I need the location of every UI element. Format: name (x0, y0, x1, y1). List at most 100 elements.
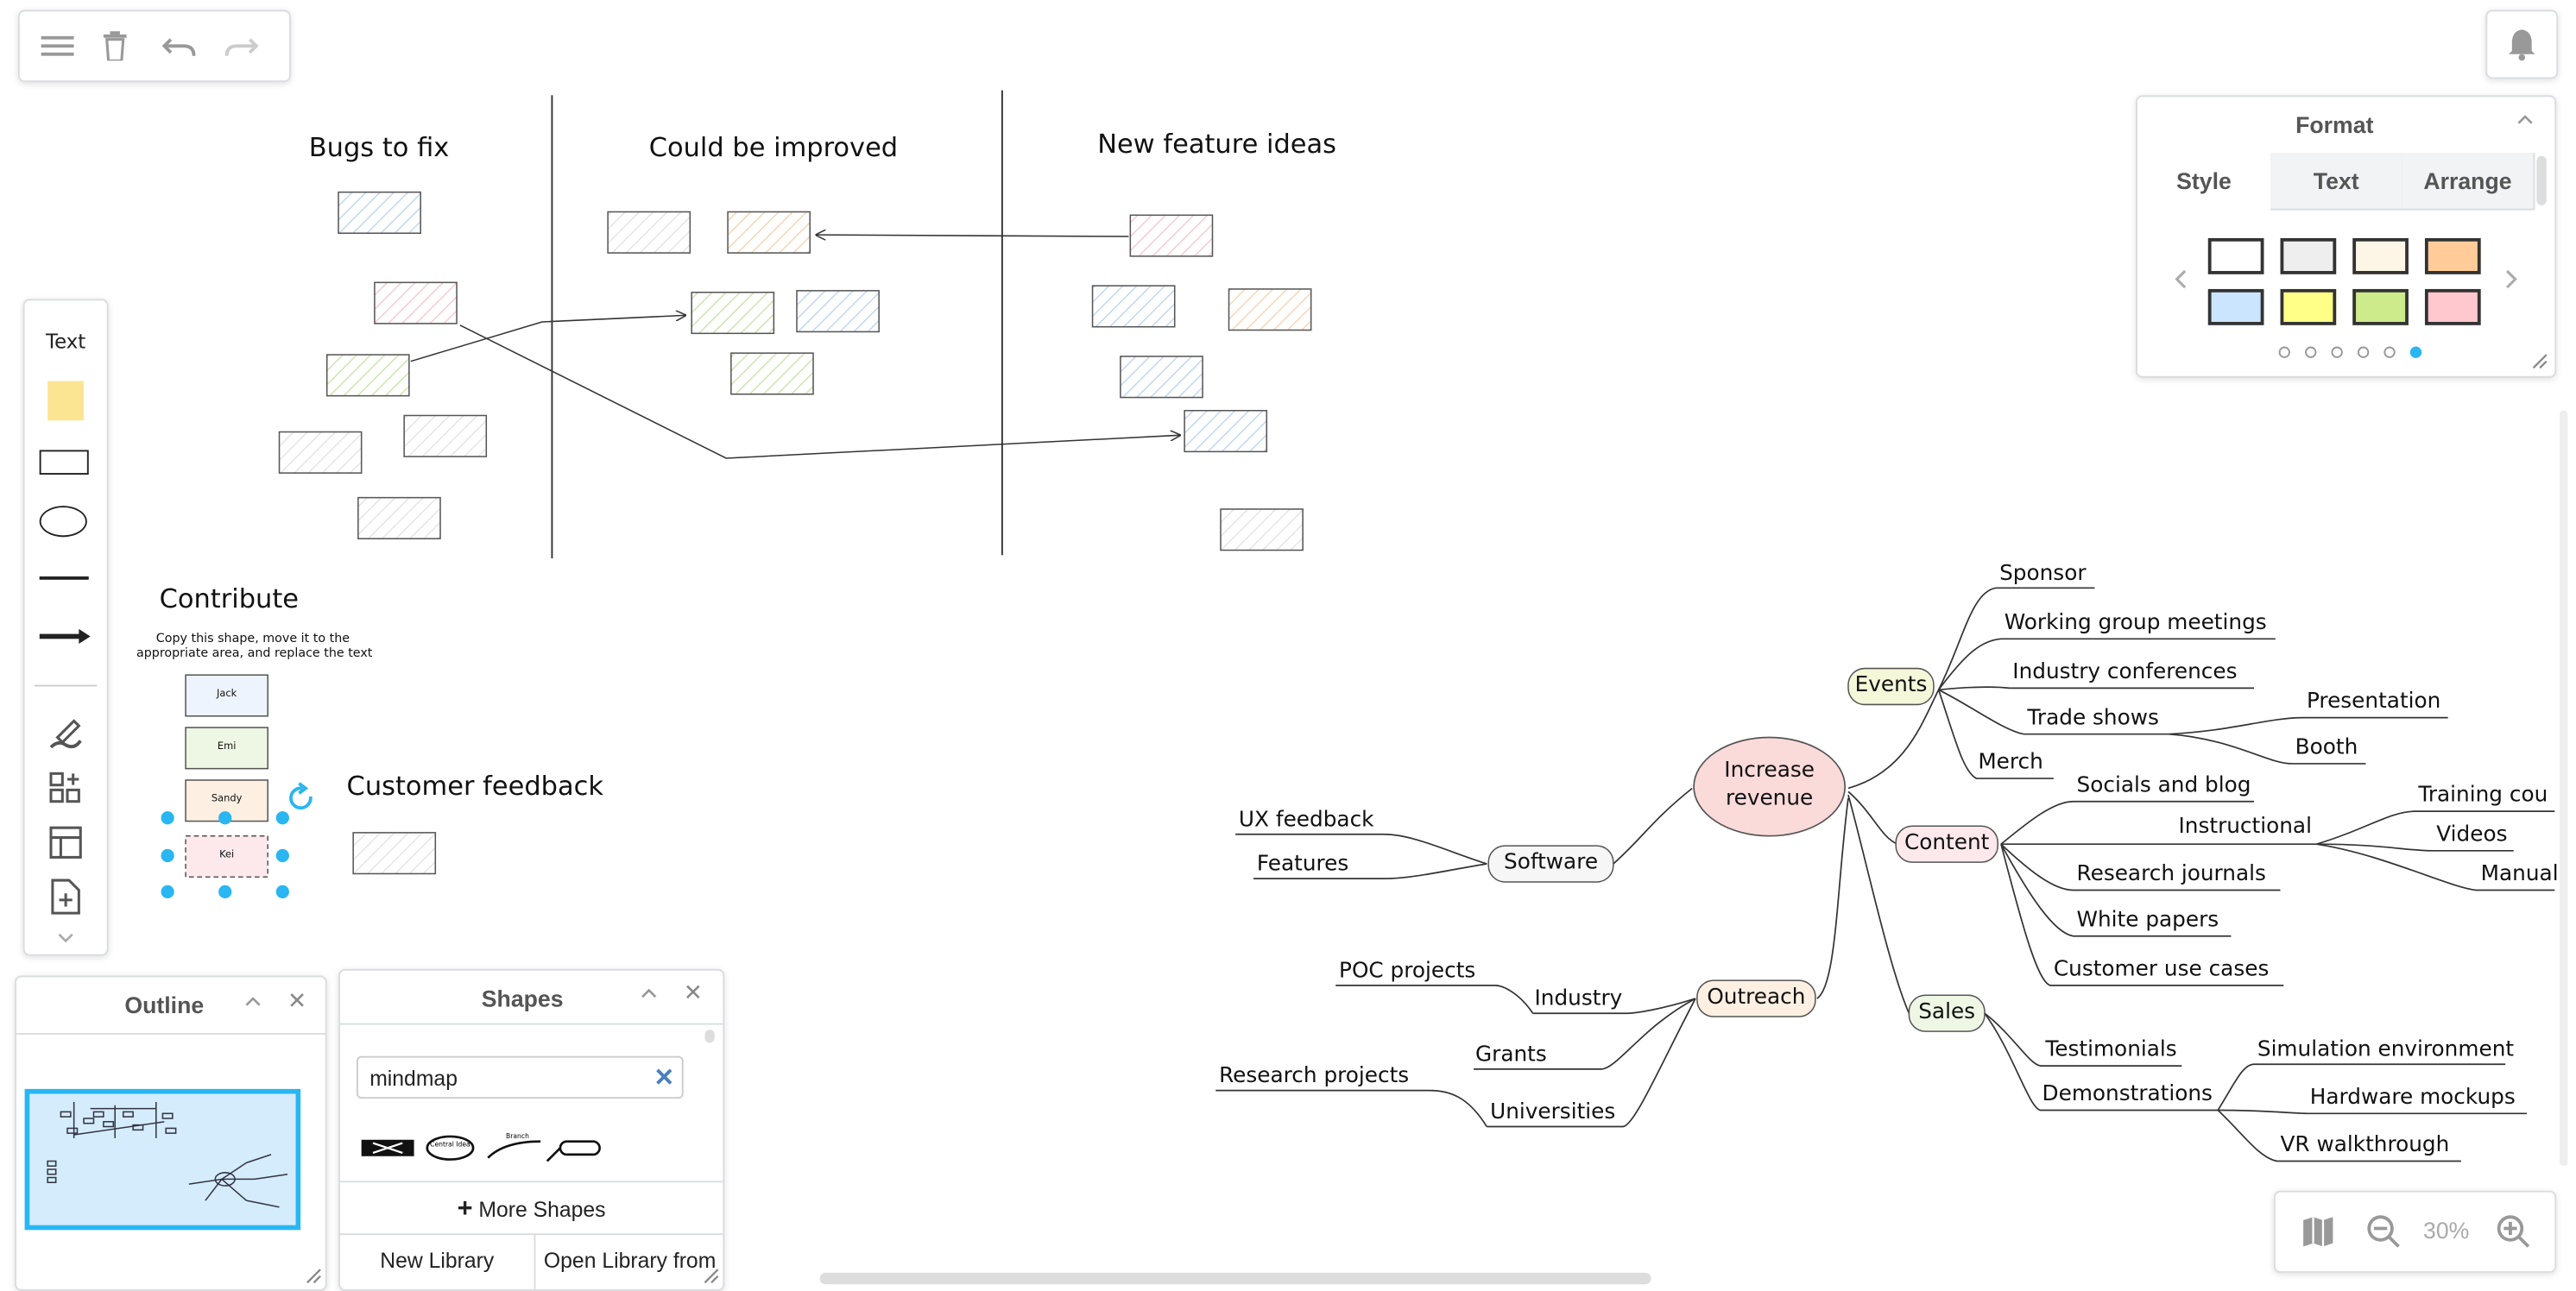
shape-thumb-cross[interactable] (361, 1139, 414, 1156)
text-tool[interactable]: Text (46, 330, 86, 354)
chevron-right-icon[interactable] (2505, 269, 2518, 289)
resize-handle[interactable] (218, 811, 232, 825)
mindmap-node-events[interactable] (1847, 667, 1935, 706)
tab-style[interactable]: Style (2137, 152, 2272, 209)
chevron-left-icon[interactable] (2174, 269, 2187, 289)
person-card-kei[interactable] (185, 834, 268, 879)
chevron-down-icon[interactable] (58, 933, 74, 943)
rotate-handle-icon[interactable] (289, 782, 313, 810)
resize-handle[interactable] (161, 885, 174, 898)
color-swatch[interactable] (2207, 237, 2264, 274)
mindmap-node-outreach[interactable] (1696, 979, 1816, 1017)
menu-icon[interactable] (36, 25, 79, 67)
pager-dot[interactable] (2383, 346, 2396, 358)
shape-search-field[interactable]: mindmap ✕ (356, 1055, 684, 1099)
sticky-card[interactable] (1120, 356, 1203, 399)
horizontal-scrollbar[interactable] (819, 1272, 1651, 1285)
notifications-button[interactable] (2485, 9, 2559, 79)
color-swatch[interactable] (2424, 237, 2481, 274)
resize-handle[interactable] (161, 848, 174, 863)
pager-dot[interactable] (2305, 346, 2317, 358)
redo-icon[interactable] (220, 25, 262, 67)
sticky-card[interactable] (278, 431, 363, 474)
pager-dot[interactable] (2409, 346, 2422, 358)
undo-icon[interactable] (158, 25, 200, 67)
clear-search-icon[interactable]: ✕ (653, 1064, 675, 1093)
scrollbar[interactable] (2536, 155, 2547, 205)
outline-viewport[interactable] (24, 1088, 301, 1231)
resize-handle[interactable] (218, 885, 232, 898)
shape-thumb-central-idea[interactable]: Central Idea (426, 1135, 475, 1161)
rectangle-icon[interactable] (39, 450, 89, 475)
sticky-card[interactable] (403, 414, 488, 457)
shape-search-input[interactable]: mindmap (369, 1066, 458, 1091)
sticky-card[interactable] (1184, 410, 1268, 453)
sticky-card[interactable] (796, 290, 880, 333)
color-swatch[interactable] (2280, 237, 2337, 274)
close-icon[interactable]: ✕ (683, 979, 704, 1005)
close-icon[interactable]: ✕ (287, 986, 307, 1014)
more-shapes-button[interactable]: + More Shapes (340, 1195, 723, 1225)
add-page-icon[interactable] (51, 879, 80, 915)
vertical-scrollbar[interactable] (2560, 410, 2568, 1167)
color-swatch[interactable] (2207, 288, 2264, 325)
person-card-emi[interactable] (185, 727, 268, 770)
resize-handle[interactable] (161, 811, 174, 825)
connector-arrow[interactable] (410, 315, 685, 362)
sticky-card[interactable] (357, 496, 441, 539)
collapse-icon[interactable] (2517, 115, 2534, 124)
resize-grip-icon[interactable] (306, 1268, 322, 1284)
trash-icon[interactable] (93, 25, 136, 67)
resize-grip-icon[interactable] (2532, 353, 2548, 369)
sticky-card[interactable] (1091, 285, 1176, 328)
line-icon[interactable] (39, 576, 89, 580)
mindmap-root-node[interactable] (1693, 736, 1847, 837)
sticky-card[interactable] (1129, 214, 1214, 257)
tab-arrange[interactable]: Arrange (2402, 152, 2535, 211)
pager-dot[interactable] (2357, 346, 2370, 358)
color-swatch[interactable] (2352, 288, 2409, 325)
sticky-card[interactable] (1220, 508, 1304, 551)
sticky-card[interactable] (607, 211, 691, 254)
zoom-level[interactable]: 30% (2423, 1217, 2470, 1244)
resize-handle[interactable] (275, 885, 289, 898)
resize-handle[interactable] (275, 811, 289, 825)
sticky-card[interactable] (1228, 288, 1312, 331)
person-card-jack[interactable] (185, 674, 268, 717)
table-icon[interactable] (49, 826, 82, 859)
sticky-card[interactable] (338, 191, 421, 235)
connector-arrow[interactable] (817, 235, 1129, 236)
scrollbar[interactable] (704, 1030, 715, 1043)
mindmap-node-content[interactable] (1895, 825, 1998, 863)
tab-text[interactable]: Text (2270, 152, 2404, 211)
connector-arrow[interactable] (459, 324, 1180, 459)
sticky-card[interactable] (352, 832, 437, 875)
mindmap-node-sales[interactable] (1908, 994, 1986, 1032)
arrow-icon[interactable] (39, 628, 92, 646)
shape-thumb-branch[interactable]: Branch (487, 1132, 541, 1159)
zoom-in-icon[interactable] (2496, 1213, 2532, 1250)
collapse-icon[interactable] (245, 997, 262, 1006)
freehand-icon[interactable] (47, 718, 84, 754)
sticky-card[interactable] (727, 211, 811, 254)
shape-thumb-subtopic[interactable] (546, 1140, 601, 1162)
pager-dot[interactable] (2278, 346, 2290, 358)
add-shapes-icon[interactable] (49, 771, 82, 804)
collapse-icon[interactable] (641, 988, 657, 998)
resize-grip-icon[interactable] (704, 1268, 720, 1284)
pager-dot[interactable] (2331, 346, 2343, 358)
zoom-out-icon[interactable] (2365, 1213, 2402, 1250)
sticky-card[interactable] (325, 354, 410, 397)
open-library-button[interactable]: Open Library from (543, 1248, 717, 1273)
sticky-card[interactable] (730, 352, 814, 395)
sticky-card[interactable] (691, 291, 775, 335)
mindmap-node-software[interactable] (1487, 845, 1614, 883)
resize-handle[interactable] (275, 848, 289, 863)
color-swatch[interactable] (2424, 288, 2481, 325)
map-icon[interactable] (2301, 1215, 2334, 1248)
ellipse-icon[interactable] (39, 506, 87, 538)
sticky-card[interactable] (374, 281, 458, 324)
sticky-note-icon[interactable] (47, 381, 85, 421)
color-swatch[interactable] (2352, 237, 2409, 274)
